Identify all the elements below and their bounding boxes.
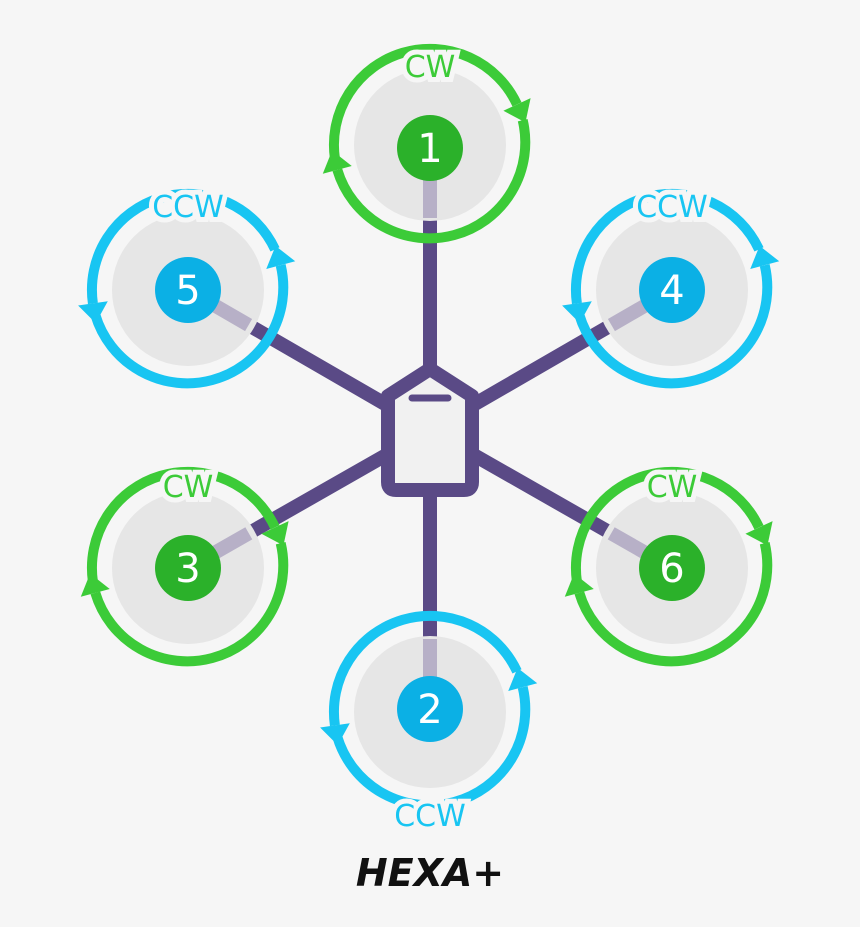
body-outline	[381, 362, 479, 497]
rotation-arc-b-3	[86, 466, 280, 583]
rotation-arrow-b-5	[78, 301, 108, 324]
rotation-arrow-a-3	[80, 573, 110, 597]
motor-number-6: 6	[659, 546, 684, 592]
motor-4: CCW 4	[562, 185, 780, 389]
motor-badge-3	[155, 535, 221, 601]
motor-badge-6	[639, 535, 705, 601]
rotation-arc-a-1	[332, 119, 531, 244]
rotation-arc-b-1	[328, 43, 522, 160]
motor-6: CW 6	[564, 465, 773, 667]
rotation-arrow-a-5	[266, 245, 296, 270]
rotation-arrow-a-4	[750, 245, 780, 270]
rotation-arc-a-2	[332, 686, 531, 811]
rotation-arc-a-3	[90, 542, 289, 667]
rotation-arrow-a-1	[322, 150, 352, 174]
rotation-label-5: CCW	[152, 190, 224, 225]
motor-3: CW 3	[80, 465, 289, 667]
frame-title: HEXA+	[356, 851, 504, 895]
flight-controller-body	[381, 362, 479, 497]
motor-number-4: 4	[659, 268, 684, 314]
rotation-arrow-b-2	[320, 723, 350, 746]
motor-1: CW 1	[322, 43, 531, 244]
rotation-arrow-a-6	[564, 573, 594, 597]
motor-5: CCW 5	[78, 185, 296, 389]
motor-badge-5	[155, 257, 221, 323]
motor-2: CCW 2	[320, 610, 538, 839]
motor-badge-4	[639, 257, 705, 323]
rotation-arc-a-4	[574, 264, 773, 389]
motor-number-3: 3	[175, 546, 200, 592]
motor-badge-1	[397, 115, 463, 181]
motor-number-2: 2	[417, 687, 442, 733]
rotation-arc-b-4	[570, 188, 764, 305]
rotation-label-3: CW	[163, 470, 214, 505]
motor-number-1: 1	[417, 126, 442, 172]
rotation-arc-a-5	[90, 264, 289, 389]
rotation-arc-b-2	[328, 610, 522, 727]
rotation-label-2: CCW	[394, 799, 466, 834]
rotation-arrow-b-6	[745, 521, 773, 546]
motor-badge-2	[397, 676, 463, 742]
rotation-arc-a-6	[574, 542, 773, 667]
rotation-arc-b-5	[86, 188, 280, 305]
motor-number-5: 5	[175, 268, 200, 314]
rotation-arc-b-6	[570, 466, 764, 583]
rotation-arrow-b-4	[562, 301, 592, 324]
rotation-label-6: CW	[647, 470, 698, 505]
rotation-arrow-a-2	[508, 667, 538, 692]
rotation-label-1: CW	[405, 50, 456, 85]
rotation-label-4: CCW	[636, 190, 708, 225]
rotation-arrow-b-3	[261, 521, 289, 546]
rotation-arrow-b-1	[503, 98, 531, 123]
